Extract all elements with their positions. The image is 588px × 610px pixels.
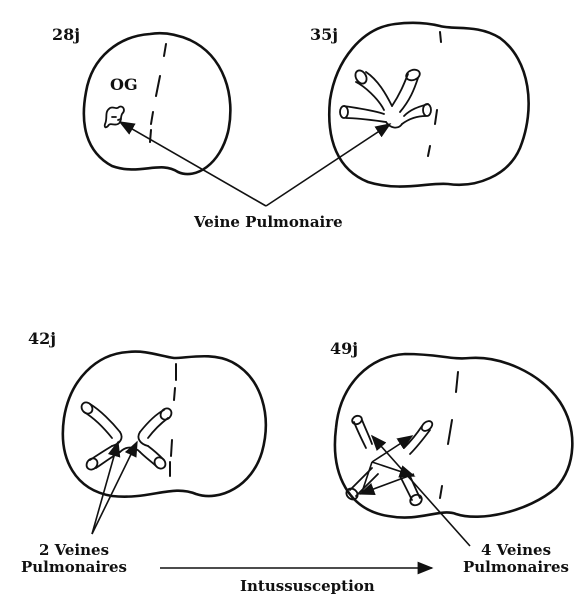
pulmonary-veins-35j xyxy=(340,68,431,128)
stage-label-42j: 42j xyxy=(28,330,56,348)
heart-42j-septum xyxy=(170,364,176,476)
label-intussusception: Intussusception xyxy=(240,578,375,595)
heart-28j-outline xyxy=(84,33,231,174)
label-veine-pulmonaire: Veine Pulmonaire xyxy=(194,214,343,231)
arrows xyxy=(92,122,470,568)
pulmonary-veins-49j xyxy=(344,414,434,507)
heart-42j-outline xyxy=(63,352,266,497)
label-2-veines-line1: 2 Veines xyxy=(14,542,134,559)
label-4-veines-line2: Pulmonaires xyxy=(454,559,578,576)
stage-label-35j: 35j xyxy=(310,26,338,44)
heart-35j-septum xyxy=(428,32,441,156)
heart-49j-outline xyxy=(335,354,572,518)
heart-35j xyxy=(329,23,528,187)
pulmonary-veins-42j xyxy=(79,400,173,472)
heart-28j xyxy=(84,33,231,174)
label-2-veines-line2: Pulmonaires xyxy=(14,559,134,576)
chamber-label-og: OG xyxy=(110,76,138,94)
heart-49j xyxy=(335,354,572,518)
label-4-veines: 4 Veines Pulmonaires xyxy=(454,542,578,575)
heart-49j-septum xyxy=(440,372,458,498)
arrow-to-vein-28j xyxy=(120,122,266,206)
label-4-veines-line1: 4 Veines xyxy=(454,542,578,559)
heart-42j xyxy=(63,352,266,497)
label-2-veines: 2 Veines Pulmonaires xyxy=(14,542,134,575)
stage-label-49j: 49j xyxy=(330,340,358,358)
arrow-to-vein-35j xyxy=(266,124,390,206)
heart-28j-septum xyxy=(150,44,166,142)
stage-label-28j: 28j xyxy=(52,26,80,44)
